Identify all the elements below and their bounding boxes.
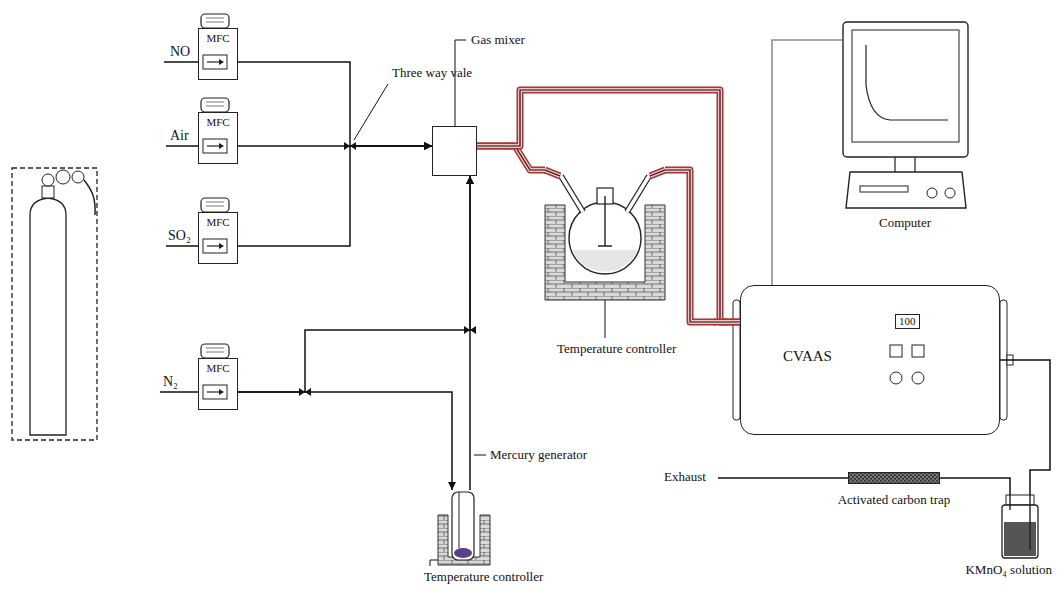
connector-line: [940, 478, 1010, 495]
heat-trace: [477, 146, 545, 170]
mercury-generator: Mercury generatorTemperature controller: [438, 490, 490, 565]
illustration-part: [30, 198, 66, 435]
illustration-part: [895, 157, 915, 172]
illustration-part: [598, 196, 612, 246]
illustration-part: [572, 250, 638, 272]
gas-line: [238, 392, 452, 490]
heat-trace: [665, 170, 740, 322]
illustration-part: [454, 548, 472, 558]
illustration-part: [945, 188, 955, 198]
gas-line: [940, 478, 1010, 495]
illustration-part: [452, 492, 474, 560]
reactor: Temperature controller: [545, 150, 665, 300]
heated-gas-line: [665, 170, 740, 322]
mfc-box: MFC: [198, 112, 238, 164]
connector-line: [469, 176, 471, 490]
connector-line: [665, 170, 740, 322]
gas-line: [772, 40, 842, 285]
illustration-part: [866, 45, 948, 120]
illustration-part: [848, 472, 940, 484]
illustration-part: [474, 455, 486, 456]
illustration-part: [354, 84, 388, 140]
illustration-part: [561, 176, 649, 212]
connector-line: [772, 40, 842, 285]
illustration-part: [890, 372, 902, 384]
illustration-part: [545, 170, 665, 176]
gas-name: NO: [170, 44, 190, 60]
illustration-part: [561, 176, 649, 212]
illustration-part: [718, 477, 848, 479]
heat-trace: [477, 90, 740, 322]
illustration-part: [846, 172, 966, 208]
illustration-part: [605, 300, 606, 338]
node-text: MFC: [199, 116, 237, 129]
illustration-part: [912, 345, 924, 357]
gas-name: Air: [170, 128, 189, 144]
node-text: 100: [895, 314, 920, 329]
illustration-part: [56, 170, 70, 184]
gas-line: [238, 176, 470, 392]
gas-mixer: Gas mixer: [432, 126, 477, 176]
carbon-trap: Activated carbon trap: [848, 472, 940, 484]
heat-trace: [477, 146, 545, 170]
connector-line: [477, 146, 545, 170]
exhaust-label: Exhaust: [664, 470, 706, 485]
illustration-part: [430, 560, 438, 566]
illustration-part: [927, 188, 937, 198]
heat-trace: [665, 170, 740, 322]
mfc-box: MFC: [198, 28, 238, 80]
node-text: Gas mixer: [471, 33, 525, 48]
gas-line: [1000, 360, 1050, 495]
gas-line: [470, 176, 471, 490]
node-text: Computer: [842, 216, 968, 231]
illustration-part: [545, 170, 665, 176]
heat-trace: [477, 90, 740, 322]
illustration-part: [160, 62, 198, 392]
node-text: Mercury generator: [490, 448, 587, 463]
illustration-part: [912, 372, 924, 384]
heated-gas-line: [477, 90, 740, 322]
mfc-box: MFC: [198, 358, 238, 410]
mfc-box: MFC: [198, 212, 238, 264]
connector-line: [238, 146, 432, 246]
illustration-part: [545, 170, 665, 176]
illustration-part: [852, 30, 959, 142]
illustration-part: [12, 168, 97, 440]
node-text: CVAAS: [783, 348, 832, 365]
node-text: MFC: [199, 362, 237, 375]
connector-line: [1000, 360, 1050, 495]
node-text: Temperature controller: [557, 342, 676, 357]
illustration-part: [1004, 522, 1036, 556]
cvaas-analyzer: CVAAS 100: [740, 285, 1000, 435]
illustration-part: [42, 186, 54, 198]
computer: Computer: [842, 20, 968, 212]
connector-line: [238, 176, 470, 392]
node-text: MFC: [199, 216, 237, 229]
gas-name: N₂: [163, 374, 178, 390]
node-text: Temperature controller: [424, 570, 543, 585]
connector-line: [238, 392, 452, 490]
illustration-part: [733, 300, 740, 420]
illustration-part: [1010, 495, 1030, 550]
node-text: Activated carbon trap: [838, 493, 951, 508]
connector-line: [477, 90, 740, 322]
illustration-part: [455, 40, 466, 126]
illustration-part: [843, 22, 968, 157]
valve-label: Three way vale: [392, 66, 472, 81]
illustration-part: [890, 345, 902, 357]
illustration-part: [459, 492, 460, 548]
node-text: KMnO₄ solution: [965, 563, 1052, 578]
illustration-part: [72, 171, 84, 183]
illustration-part: [1002, 505, 1038, 558]
illustration-part: [860, 186, 908, 192]
node-text: MFC: [199, 32, 237, 45]
kmno4-bottle: KMnO₄ solution: [1000, 495, 1040, 560]
heated-gas-line: [477, 146, 545, 170]
illustration-part: [84, 180, 95, 215]
gas-line: [238, 146, 432, 246]
illustration-part: [42, 174, 54, 186]
gas-name: SO₂: [168, 228, 191, 244]
